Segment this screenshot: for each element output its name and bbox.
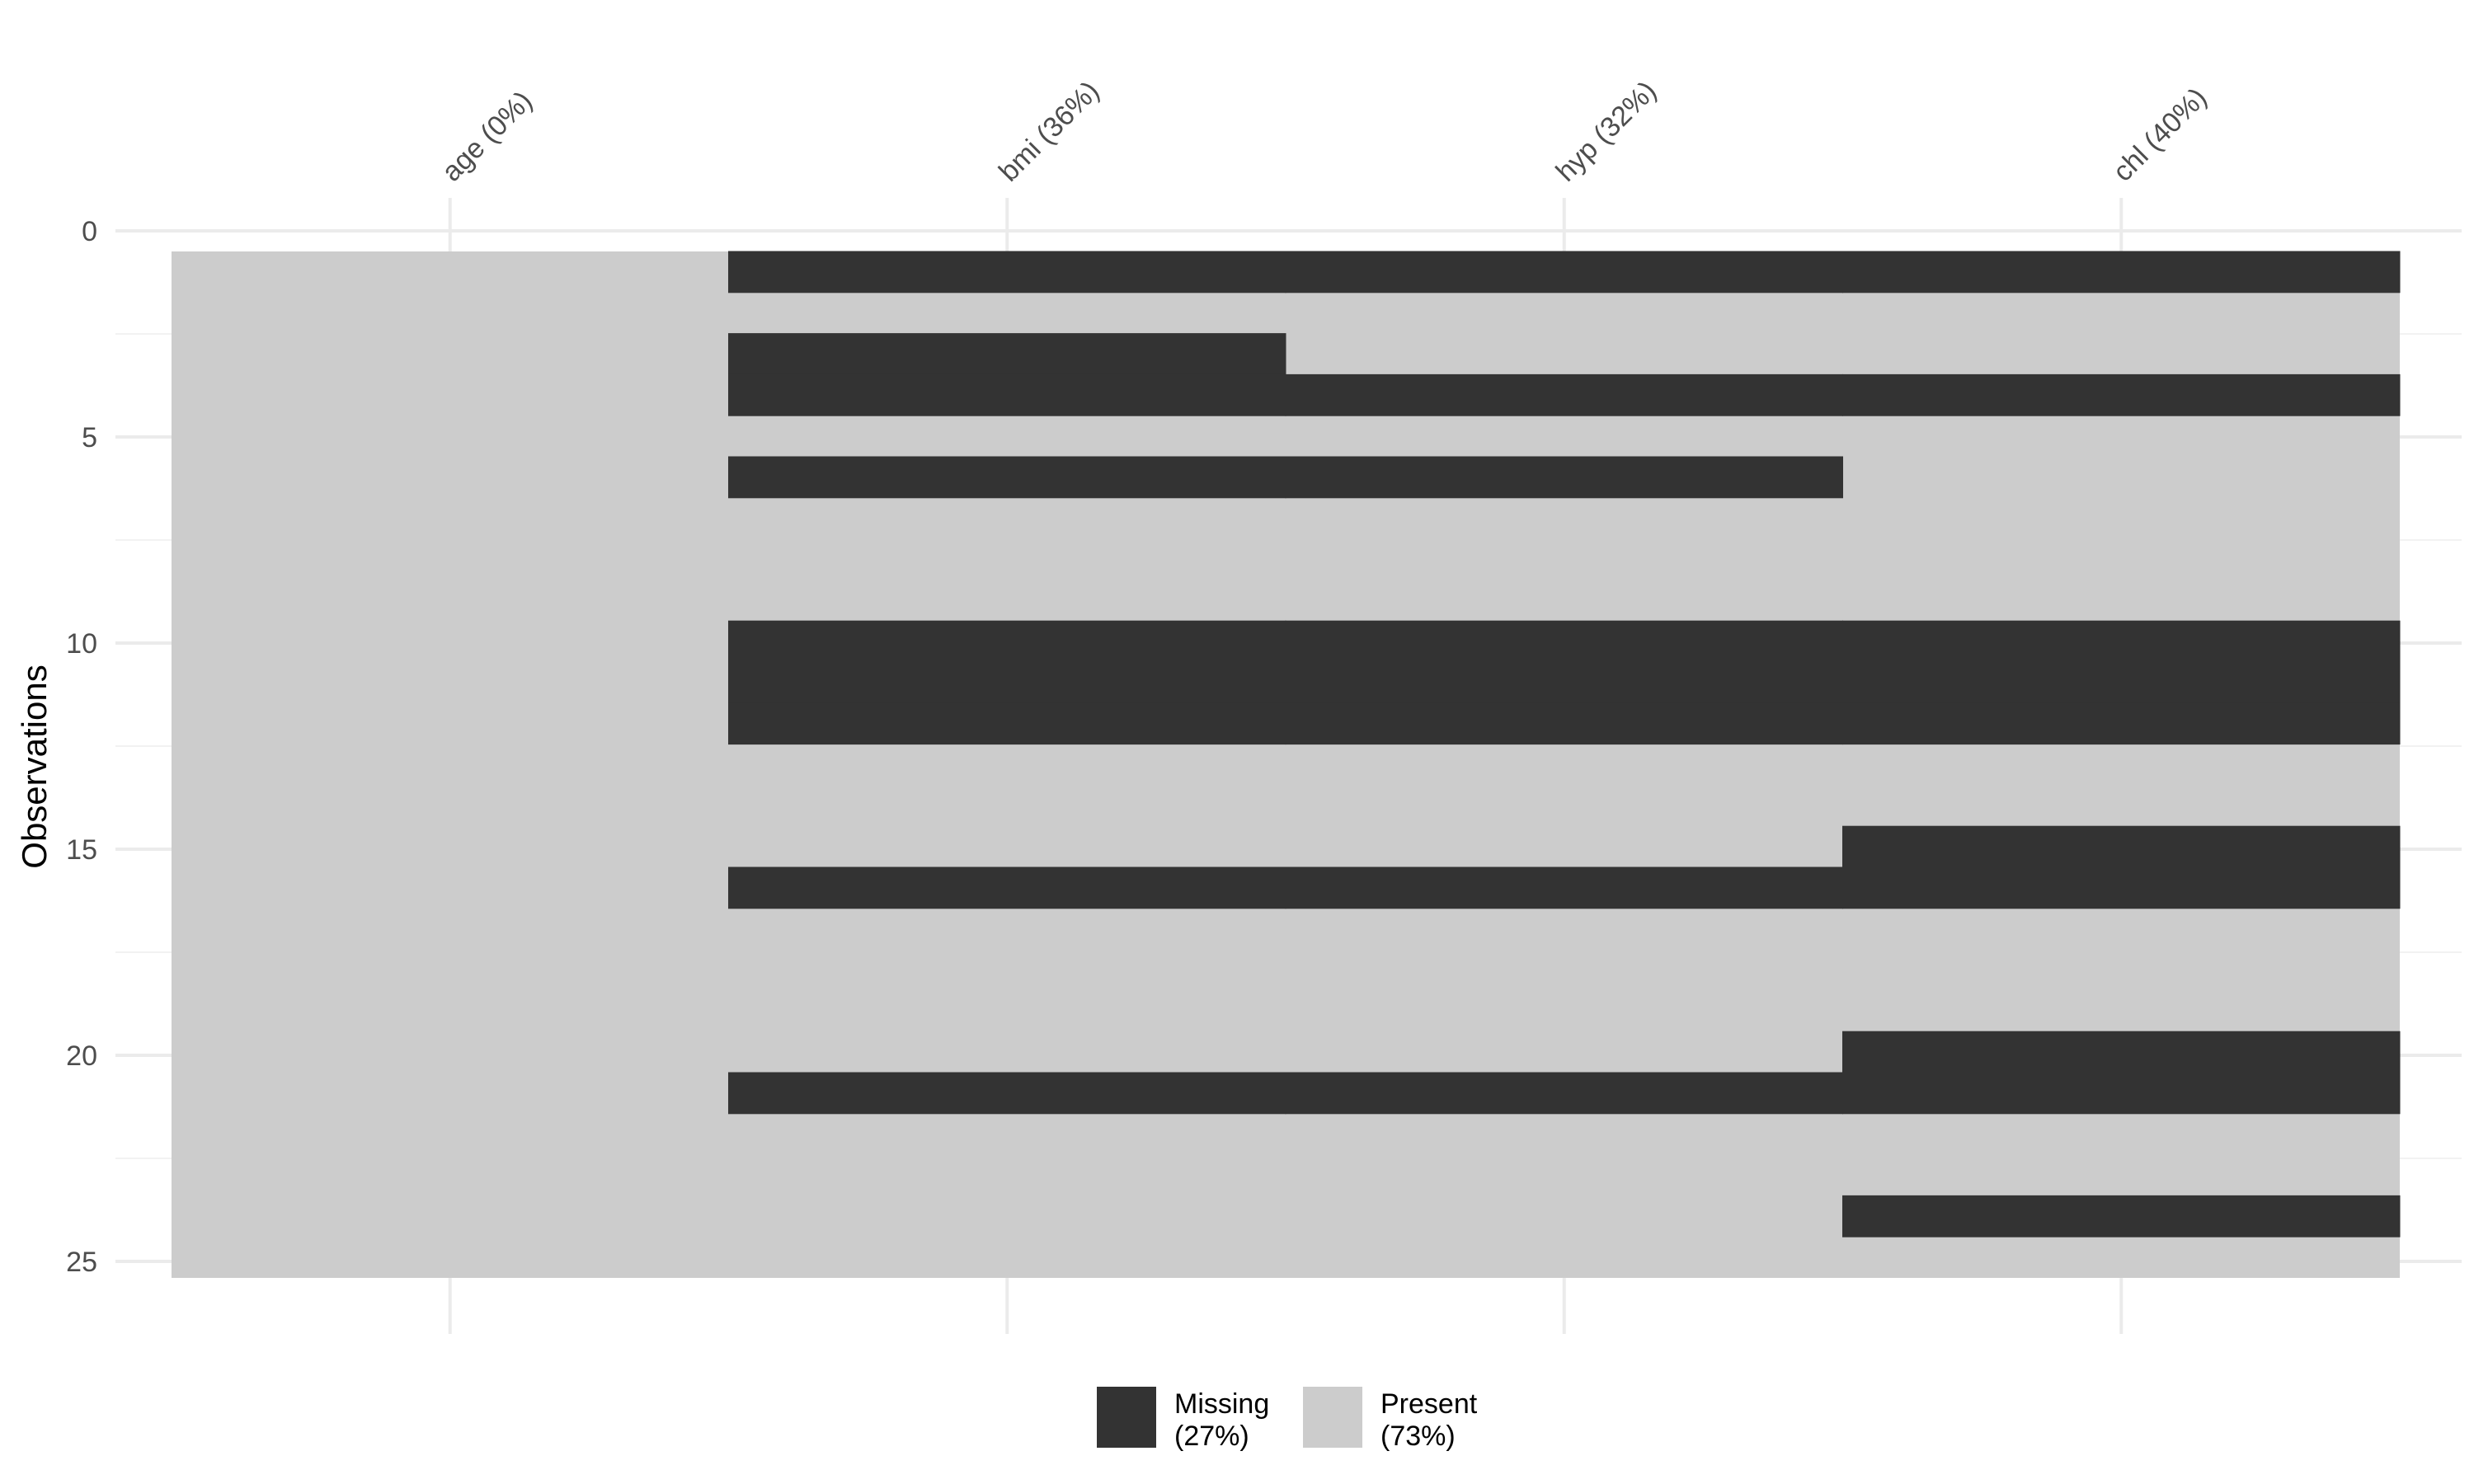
missing-cell	[1842, 825, 2401, 868]
column-label: bmi (36%)	[993, 75, 1105, 187]
missing-cell	[728, 373, 1286, 416]
y-tick-label: 25	[66, 1247, 97, 1278]
legend-key-missing	[1097, 1387, 1156, 1448]
missing-cell	[1842, 866, 2401, 909]
missing-cell	[728, 661, 1286, 704]
legend-label-missing: Missing	[1174, 1388, 1269, 1420]
missing-cell	[728, 1072, 1286, 1115]
legend: Missing(27%) Present(73%)	[1097, 1387, 1478, 1452]
legend-label-present: Present	[1380, 1388, 1478, 1420]
missing-cell	[1842, 1195, 2401, 1237]
missing-cell	[1842, 1031, 2401, 1073]
y-tick-label: 0	[82, 216, 97, 247]
missing-cell	[1842, 620, 2401, 663]
missing-cell	[1842, 1072, 2401, 1115]
y-tick-label: 10	[66, 628, 97, 660]
missing-cell	[1285, 1072, 1843, 1115]
y-tick-label: 5	[82, 422, 97, 453]
missing-cell	[1842, 373, 2401, 416]
legend-key-present	[1303, 1387, 1362, 1448]
y-tick-label: 20	[66, 1040, 97, 1072]
legend-pct-present: (73%)	[1380, 1421, 1456, 1452]
missing-cell	[728, 333, 1286, 375]
missing-cell	[728, 251, 1286, 294]
missing-cell	[728, 620, 1286, 663]
column-label: age (0%)	[436, 85, 539, 187]
missing-cell	[1285, 373, 1843, 416]
missing-cell	[1285, 702, 1843, 745]
missing-cell	[1285, 620, 1843, 663]
column-label: chl (40%)	[2107, 82, 2213, 187]
missing-cell	[728, 456, 1286, 499]
missing-cell	[1842, 702, 2401, 745]
missing-cell	[1842, 251, 2401, 294]
column-label: hyp (32%)	[1550, 75, 1663, 187]
legend-pct-missing: (27%)	[1174, 1421, 1249, 1452]
missing-cell	[1285, 866, 1843, 909]
missingness-cells	[172, 251, 2401, 1278]
missing-cell	[1842, 661, 2401, 704]
y-tick-label: 15	[66, 834, 97, 866]
y-axis-title: Observations	[15, 665, 54, 868]
missing-cell	[1285, 251, 1843, 294]
missing-cell	[1285, 456, 1843, 499]
missing-cell	[1285, 661, 1843, 704]
missing-cell	[728, 702, 1286, 745]
missing-cell	[728, 866, 1286, 909]
